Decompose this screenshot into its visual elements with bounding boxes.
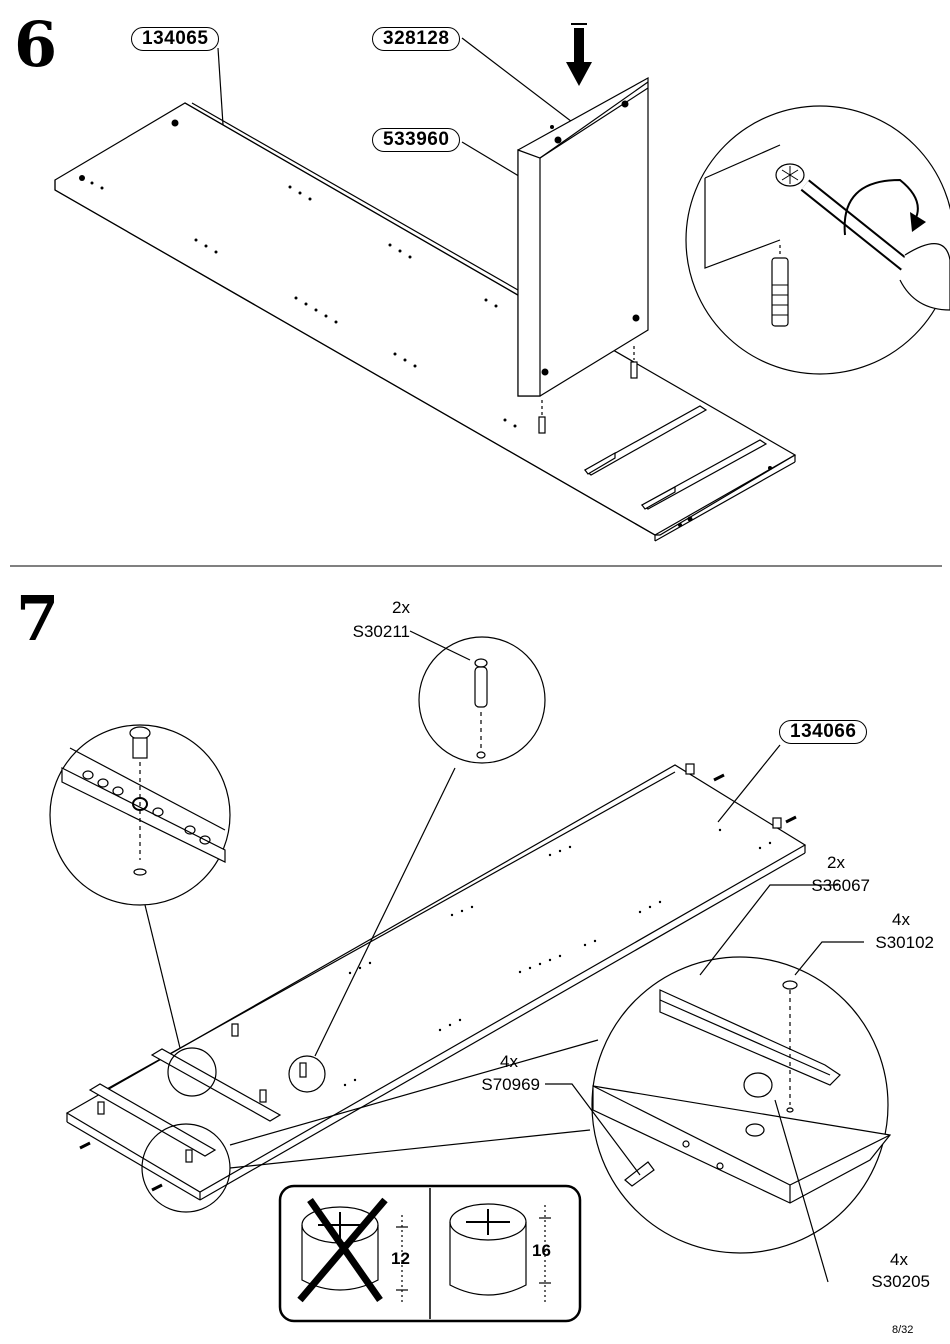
drawer-rail (583, 405, 768, 510)
callout-s36067-code: S36067 (811, 876, 870, 895)
callout-s30211-qty: 2x (392, 598, 410, 617)
part-label-533960: 533960 (372, 128, 461, 152)
wrong-cam-height-label: 12 (391, 1249, 410, 1268)
rail-screw-detail-circle (49, 724, 231, 906)
callout-s70969-qty: 4x (500, 1052, 518, 1071)
callout-s30102-code: S30102 (875, 933, 934, 952)
callout-s70969-code: S70969 (481, 1075, 540, 1094)
callout-s30102-qty: 4x (892, 910, 910, 929)
press-down-arrow-icon (566, 23, 592, 86)
callout-s36067-qty: 2x (827, 853, 845, 872)
part-label-134065: 134065 (131, 27, 220, 51)
cam-fitting-detail-circle (591, 956, 892, 1254)
dowel-detail-circle (409, 630, 546, 764)
callout-s30205-code: S30205 (871, 1272, 930, 1291)
part-label-134066: 134066 (779, 720, 868, 744)
cam-tighten-detail-circle (685, 105, 950, 375)
step-7-number: 7 (16, 582, 60, 655)
callout-s30211-code: S30211 (352, 622, 410, 641)
right-cam-height-label: 16 (532, 1241, 551, 1260)
side-panel (517, 76, 649, 397)
cam-size-comparison-box (278, 1184, 582, 1323)
step-6-number: 6 (14, 8, 58, 81)
page-number: 8/32 (892, 1324, 914, 1336)
bottom-panel (65, 764, 807, 1201)
part-label-328128: 328128 (372, 27, 461, 51)
callout-s30205-qty: 4x (890, 1250, 908, 1269)
base-panel (54, 102, 797, 542)
